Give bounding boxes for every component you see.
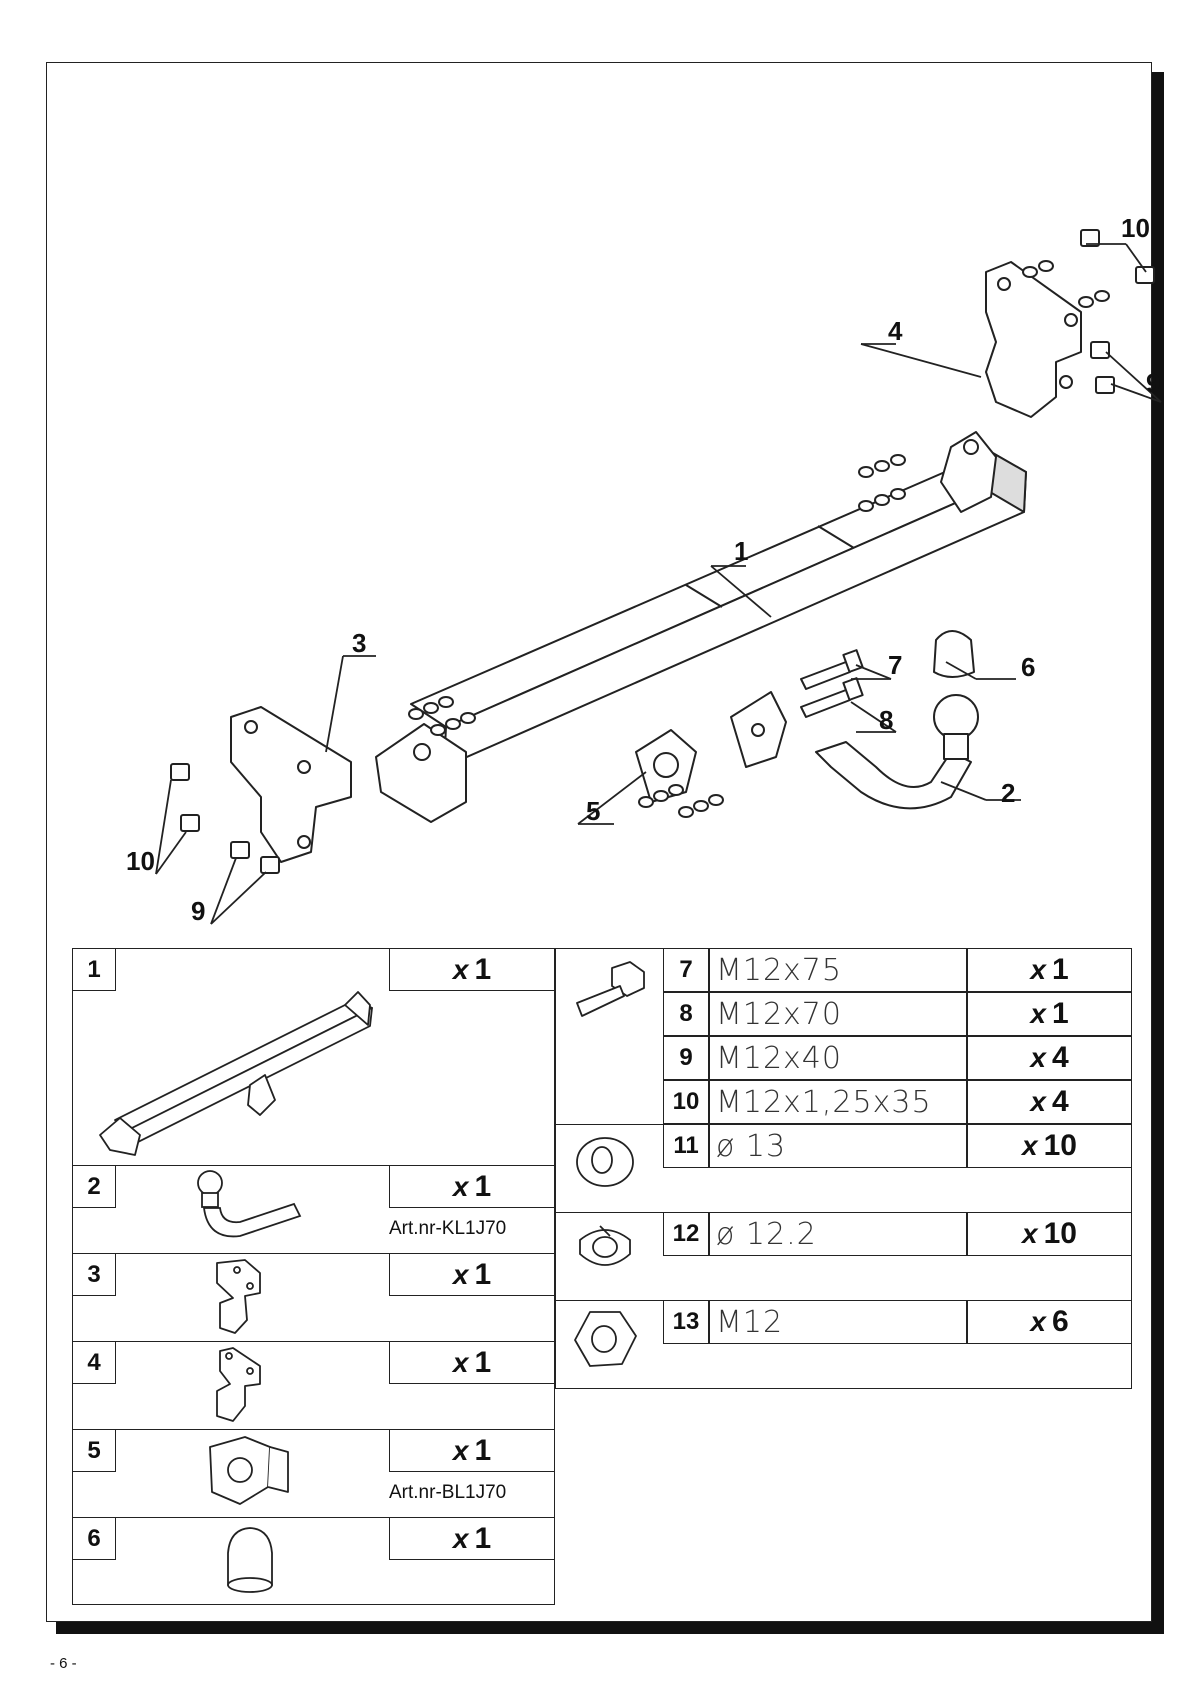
part-number: 8 bbox=[663, 992, 709, 1036]
row-divider bbox=[72, 1165, 555, 1166]
callout-10-right: 10 bbox=[1121, 213, 1150, 243]
row-divider bbox=[72, 1517, 555, 1518]
qty-value: 4 bbox=[1051, 1085, 1069, 1118]
nut-icon bbox=[574, 1311, 637, 1367]
qty-multiplier: x bbox=[1030, 1306, 1046, 1337]
page-number: - 6 - bbox=[50, 1655, 77, 1672]
qty-multiplier: x bbox=[452, 1170, 469, 1202]
qty-value: 1 bbox=[474, 1433, 492, 1467]
ball-cap-icon bbox=[227, 1527, 273, 1593]
row-divider bbox=[72, 1429, 555, 1430]
part-number: 4 bbox=[72, 1341, 116, 1384]
callout-7: 7 bbox=[888, 650, 902, 680]
qty-value: 4 bbox=[1051, 1041, 1069, 1074]
part-number: 7 bbox=[663, 948, 709, 992]
left-bracket-part bbox=[230, 706, 352, 863]
part-number: 12 bbox=[663, 1212, 709, 1256]
socket-plate-icon bbox=[209, 1436, 289, 1505]
callout-9-right: 9 bbox=[1146, 368, 1160, 398]
right-bracket-icon bbox=[216, 1347, 261, 1422]
callout-8: 8 bbox=[879, 705, 893, 735]
callout-4: 4 bbox=[888, 316, 903, 346]
row-divider bbox=[72, 1341, 555, 1342]
part-number: 6 bbox=[72, 1517, 116, 1560]
bolt-spec: M12x70 bbox=[709, 992, 967, 1036]
bolt-spec: M12x40 bbox=[709, 1036, 967, 1080]
bolt-icon bbox=[576, 961, 645, 1017]
qty-value: 1 bbox=[474, 1169, 492, 1203]
right-bracket-part bbox=[985, 261, 1082, 418]
assembly-diagram: 1 2 3 4 5 6 7 8 9 9 10 10 bbox=[126, 213, 1162, 926]
article-number: Art.nr-BL1J70 bbox=[389, 1482, 507, 1503]
qty-value: 1 bbox=[474, 1257, 492, 1291]
row-divider bbox=[72, 1253, 555, 1254]
qty-value: 1 bbox=[474, 952, 492, 986]
spring-washer-spec: ø 12.2 bbox=[709, 1212, 967, 1256]
article-number: Art.nr-KL1J70 bbox=[389, 1218, 507, 1239]
ball-cap-part bbox=[933, 630, 975, 678]
qty-value: 6 bbox=[1051, 1305, 1069, 1338]
washer-icon bbox=[576, 1137, 634, 1187]
qty-multiplier: x bbox=[452, 1346, 469, 1378]
bolt-spec: M12x1,25x35 bbox=[709, 1080, 967, 1124]
spring-washer-icon bbox=[579, 1225, 631, 1266]
part-number: 2 bbox=[72, 1165, 116, 1208]
nut-spec: M12 bbox=[709, 1300, 967, 1344]
qty-multiplier: x bbox=[452, 1258, 469, 1290]
qty-multiplier: x bbox=[1030, 954, 1046, 985]
qty-value: 1 bbox=[474, 1521, 492, 1555]
tow-bar-crossbeam-icon bbox=[99, 991, 373, 1156]
qty-value: 10 bbox=[1043, 1217, 1077, 1250]
qty-multiplier: x bbox=[1022, 1218, 1038, 1249]
callout-9-left: 9 bbox=[191, 896, 205, 926]
callout-6: 6 bbox=[1021, 652, 1035, 682]
qty-value: 10 bbox=[1043, 1129, 1077, 1162]
qty-value: 1 bbox=[1051, 953, 1069, 986]
callout-10-left: 10 bbox=[126, 846, 155, 876]
callout-2: 2 bbox=[1001, 778, 1015, 808]
qty-multiplier: x bbox=[452, 1434, 469, 1466]
part-number: 13 bbox=[663, 1300, 709, 1344]
qty-multiplier: x bbox=[1030, 998, 1046, 1029]
tow-ball-part bbox=[815, 741, 972, 810]
qty-value: 1 bbox=[474, 1345, 492, 1379]
qty-multiplier: x bbox=[1030, 1042, 1046, 1073]
callout-5: 5 bbox=[586, 796, 600, 826]
part-number: 5 bbox=[72, 1429, 116, 1472]
qty-multiplier: x bbox=[1030, 1086, 1046, 1117]
part-number: 10 bbox=[663, 1080, 709, 1124]
washer-spec: ø 13 bbox=[709, 1124, 967, 1168]
qty-multiplier: x bbox=[452, 1522, 469, 1554]
left-bracket-icon bbox=[216, 1259, 261, 1334]
tow-ball-icon bbox=[197, 1170, 302, 1238]
qty-multiplier: x bbox=[452, 953, 469, 985]
part-number: 1 bbox=[72, 948, 116, 991]
qty-multiplier: x bbox=[1022, 1130, 1038, 1161]
part-number: 9 bbox=[663, 1036, 709, 1080]
part-number: 3 bbox=[72, 1253, 116, 1296]
qty-value: 1 bbox=[1051, 997, 1069, 1030]
bolt-spec: M12x75 bbox=[709, 948, 967, 992]
callout-1: 1 bbox=[734, 536, 748, 566]
callout-3: 3 bbox=[352, 628, 366, 658]
crossbeam-part bbox=[410, 451, 1027, 728]
part-number: 11 bbox=[663, 1124, 709, 1168]
